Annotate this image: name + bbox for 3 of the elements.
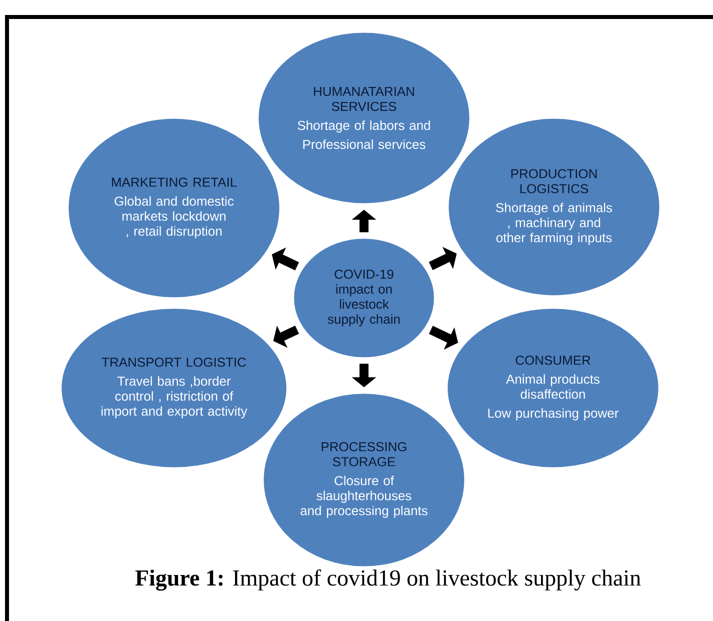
block-arrow — [428, 246, 457, 270]
figure-caption: Figure 1: Impact of covid19 on livestock supply chain — [135, 569, 641, 591]
block-arrow — [273, 326, 299, 348]
